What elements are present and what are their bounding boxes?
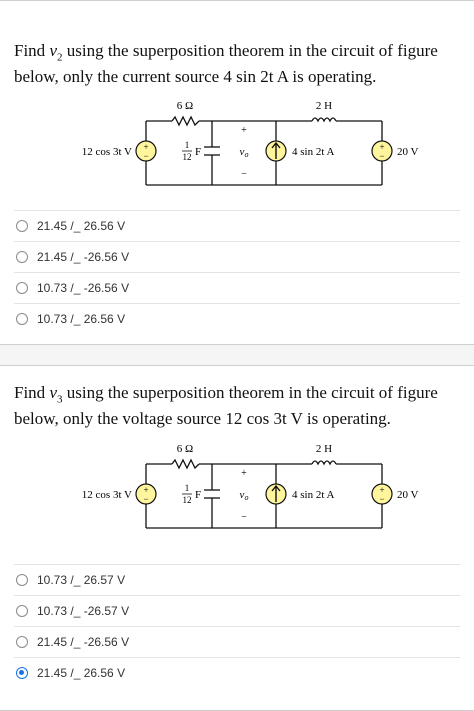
- svg-text:−: −: [143, 494, 148, 504]
- svg-text:+: +: [379, 485, 384, 495]
- inductor-label: 2 H: [316, 443, 332, 455]
- svg-text:−: −: [379, 151, 384, 161]
- svg-text:−: −: [143, 151, 148, 161]
- resistor-label: 6 Ω: [177, 100, 193, 112]
- radio-button[interactable]: [16, 636, 28, 648]
- svg-text:+: +: [241, 125, 247, 136]
- svg-text:12: 12: [183, 152, 192, 162]
- option-q2-d[interactable]: 21.45 /_ 26.56 V: [14, 657, 460, 688]
- radio-button[interactable]: [16, 220, 28, 232]
- radio-button[interactable]: [16, 574, 28, 586]
- svg-text:−: −: [241, 512, 247, 523]
- current-source-label: 4 sin 2t A: [292, 146, 335, 158]
- option-q1-a[interactable]: 21.45 /_ 26.56 V: [14, 210, 460, 241]
- svg-text:1: 1: [185, 140, 190, 150]
- capacitor-label: F: [195, 146, 201, 158]
- option-q1-c[interactable]: 10.73 /_ -26.56 V: [14, 272, 460, 303]
- question-text-1: Find v2 using the superposition theorem …: [14, 41, 438, 87]
- svg-text:−: −: [241, 169, 247, 180]
- voltage-source-right: [371, 483, 393, 505]
- svg-text:−: −: [379, 494, 384, 504]
- inductor-label: 2 H: [316, 100, 332, 112]
- option-q2-c[interactable]: 21.45 /_ -26.56 V: [14, 626, 460, 657]
- voltage-source-left: [135, 140, 157, 162]
- circuit-diagram-1: + − + − + − 1 12 6 Ω 2 H 12 cos 3t V F v…: [82, 100, 419, 186]
- inductor-2h: [311, 117, 337, 123]
- radio-button[interactable]: [16, 313, 28, 325]
- radio-button[interactable]: [16, 282, 28, 294]
- resistor-6ohm: [171, 458, 200, 470]
- radio-button-selected[interactable]: [16, 667, 28, 679]
- current-source-label: 4 sin 2t A: [292, 489, 335, 501]
- option-q1-b[interactable]: 21.45 /_ -26.56 V: [14, 241, 460, 272]
- svg-text:vo: vo: [240, 489, 249, 502]
- left-source-label: 12 cos 3t V: [82, 489, 132, 501]
- option-q2-a[interactable]: 10.73 /_ 26.57 V: [14, 564, 460, 595]
- radio-button[interactable]: [16, 251, 28, 263]
- svg-text:1: 1: [185, 483, 190, 493]
- inductor-2h: [311, 460, 337, 466]
- question-card-1: Find v2 using the superposition theorem …: [0, 0, 474, 345]
- voltage-source-right: [371, 140, 393, 162]
- capacitor-label: F: [195, 489, 201, 501]
- question-text-2: Find v3 using the superposition theorem …: [14, 383, 438, 429]
- right-source-label: 20 V: [397, 146, 419, 158]
- svg-text:+: +: [143, 485, 148, 495]
- svg-text:+: +: [143, 142, 148, 152]
- resistor-label: 6 Ω: [177, 443, 193, 455]
- question-card-2: Find v3 using the superposition theorem …: [0, 365, 474, 711]
- option-q2-b[interactable]: 10.73 /_ -26.57 V: [14, 595, 460, 626]
- voltage-source-left: [135, 483, 157, 505]
- option-q1-d[interactable]: 10.73 /_ 26.56 V: [14, 303, 460, 334]
- radio-button[interactable]: [16, 605, 28, 617]
- svg-text:12: 12: [183, 495, 192, 505]
- svg-text:+: +: [241, 468, 247, 479]
- svg-text:vo: vo: [240, 146, 249, 159]
- right-source-label: 20 V: [397, 489, 419, 501]
- resistor-6ohm: [171, 115, 200, 127]
- left-source-label: 12 cos 3t V: [82, 146, 132, 158]
- svg-text:+: +: [379, 142, 384, 152]
- circuit-diagram-2: + − + − + − 1 12 6 Ω 2 H 12 cos 3t V F v…: [82, 443, 419, 529]
